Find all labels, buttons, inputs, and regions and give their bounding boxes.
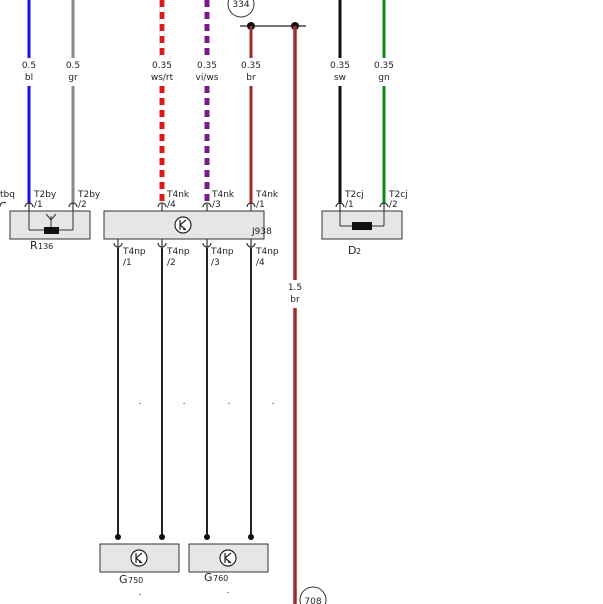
connector-t2by-1-pin: /1 [34,200,43,210]
connector-t2by-2-label: T2by [77,190,101,200]
wire-vi-ws-color: vi/ws [196,73,219,83]
connector-t4nk-3-pin: /3 [212,200,221,210]
component-d2[interactable] [321,210,403,240]
wire-t4np-1-dot: . [139,397,142,407]
connector-t4nk-3-label: T4nk [211,190,235,200]
connector-t2cj-2-label: T2cj [388,190,408,200]
connector-t2cj-2-pin: /2 [389,200,398,210]
reference-circle-334-label: 334 [232,0,249,10]
pin-t4nk-1 [246,202,256,211]
connector-t4nk-4-pin: /4 [167,200,176,210]
wire-ws-rt-color: ws/rt [151,73,174,83]
pin-t4nk-4 [157,202,167,211]
component-g760-dot: . [227,586,230,596]
pin-t4np-2 [157,239,167,248]
pin-t4nk-3 [202,202,212,211]
wire-gn-size: 0.35 [374,61,394,71]
wire-br-15-size: 1.5 [288,283,302,293]
connector-t4nk-1-pin: /1 [256,200,265,210]
component-d2-number: 2 [356,247,361,256]
connector-t4np-3-pin: /3 [211,258,220,268]
connector-t2by-1-label: T2by [33,190,57,200]
wire-gr-color: gr [68,73,78,83]
connector-t4np-1-pin: /1 [123,258,132,268]
reference-circle-334[interactable]: 334 [227,0,255,18]
connector-t2cj-1-label: T2cj [344,190,364,200]
wire-sw-size: 0.35 [330,61,350,71]
connector-t4np-1-label: T4np [122,247,146,257]
wire-t4np-3-dot: . [228,397,231,407]
connection-dot-3 [204,534,210,540]
reference-circle-708-label: 708 [304,597,321,604]
wire-bl-color: bl [25,73,33,83]
connector-t4np-2-pin: /2 [167,258,176,268]
sensor-icon-g760 [219,549,237,567]
wire-br-15-color: br [290,295,300,305]
component-j938-label: J938 [251,227,272,237]
component-g750-dot: . [139,588,142,598]
component-d2-letter: D [348,244,356,257]
connector-t4nk-4-label: T4nk [166,190,190,200]
pin-t2bq-partial [0,201,7,208]
component-g750-number: 750 [128,576,143,585]
wire-t4np-4-dot: . [272,397,275,407]
transistor-icon [174,216,192,234]
wire-gr-size: 0.5 [66,61,80,71]
wire-br-035-color: br [246,73,256,83]
sensor-icon-g750 [130,549,148,567]
wire-sw-color: sw [334,73,346,83]
connector-t4np-3-label: T4np [210,247,234,257]
wire-br-035-size: 0.35 [241,61,261,71]
wire-ws-rt[interactable] [159,0,165,204]
wire-vi-ws-size: 0.35 [197,61,217,71]
component-r136-letter: R [30,239,38,252]
connection-dot-2 [159,534,165,540]
connector-t4np-4-pin: /4 [256,258,265,268]
pin-t4np-4 [246,239,256,248]
component-g750-letter: G [119,573,128,586]
pin-t2by-2 [68,202,78,211]
pin-t4np-1 [113,239,123,248]
wire-ws-rt-size: 0.35 [152,61,172,71]
connector-t2cj-1-pin: /1 [345,200,354,210]
component-g760-number: 760 [213,574,228,583]
wire-gn-color: gn [378,73,389,83]
wire-bl-size: 0.5 [22,61,36,71]
pin-t2cj-2 [379,202,389,211]
component-r136-number: 136 [38,242,53,251]
reference-circle-708[interactable]: 708 [299,586,327,604]
connector-t2by-2-pin: /2 [78,200,87,210]
connection-dot-1 [115,534,121,540]
component-r136[interactable] [9,210,91,240]
connector-t4np-2-label: T4np [166,247,190,257]
component-g760-letter: G [204,571,213,584]
connector-t4nk-1-label: T4nk [255,190,279,200]
pin-t4np-3 [202,239,212,248]
connection-dot-4 [248,534,254,540]
pin-t2by-1 [24,202,34,211]
connector-t2bq-label: tbq [0,190,15,200]
connector-t4np-4-label: T4np [255,247,279,257]
pin-t2cj-1 [335,202,345,211]
wire-t4np-2-dot: . [183,397,186,407]
